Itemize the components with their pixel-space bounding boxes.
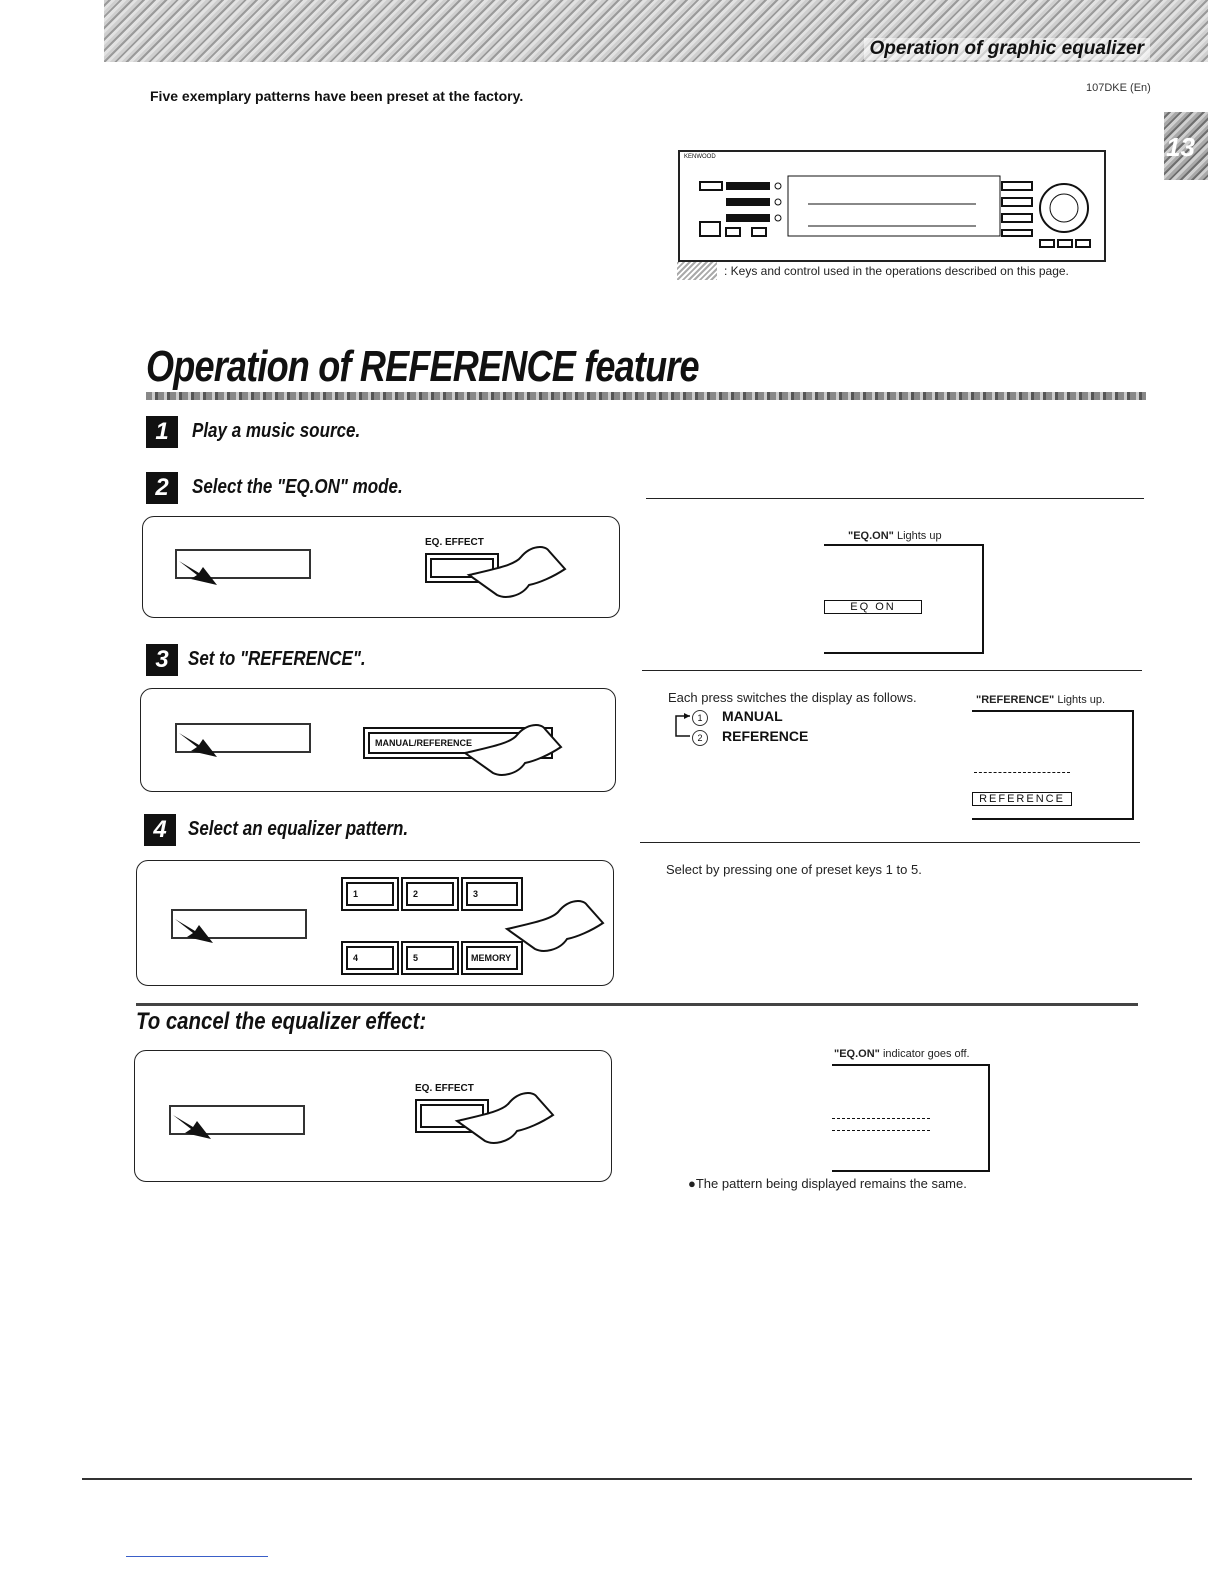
step-4-number: 4 (144, 814, 176, 846)
eq-effect-key-label: EQ. EFFECT (425, 537, 484, 548)
header-title: Operation of graphic equalizer (863, 38, 1150, 60)
preset-key-1[interactable]: 1 (341, 877, 399, 911)
intro-text: Five exemplary patterns have been preset… (150, 88, 524, 104)
preset-key-3-label: 3 (473, 889, 479, 899)
step-2-indicator: "EQ.ON" Lights up (848, 530, 942, 542)
preset-key-3[interactable]: 3 (461, 877, 523, 911)
finger-icon (454, 1092, 555, 1144)
step-2-rule (646, 498, 1144, 499)
finger-icon (466, 546, 567, 598)
cancel-display (832, 1064, 990, 1172)
step-3-indicator-name: "REFERENCE" (976, 694, 1055, 706)
page-tab (1164, 112, 1208, 180)
memory-key-label: MEMORY (471, 953, 512, 963)
step-4-illustration: 1 2 3 4 5 MEMORY (136, 860, 614, 986)
pointer-arrow-icon (179, 561, 217, 585)
step-3-number: 3 (146, 644, 178, 676)
front-panel-illustration: KENWOOD (678, 150, 1106, 262)
step-1-number: 1 (146, 416, 178, 448)
step-3-display-text: REFERENCE (972, 792, 1072, 806)
order-text-2: REFERENCE (722, 728, 809, 744)
step-2-indicator-name: "EQ.ON" (848, 530, 894, 542)
footer-link-line (126, 1556, 268, 1557)
pointer-arrow-icon (179, 733, 217, 757)
legend-label: Keys and control used in the operations … (730, 264, 1069, 278)
legend-hatch-swatch (677, 262, 717, 280)
finger-icon (462, 724, 563, 776)
step-3-rule (642, 670, 1142, 671)
step-3-label: Set to "REFERENCE". (188, 648, 366, 670)
cancel-title: To cancel the equalizer effect: (136, 1008, 427, 1035)
step-1-label: Play a music source. (192, 420, 361, 442)
step-3-indicator: "REFERENCE" Lights up. (976, 694, 1105, 706)
step-4-note: Select by pressing one of preset keys 1 … (666, 862, 922, 877)
panel-brand: KENWOOD (684, 154, 716, 160)
memory-key[interactable]: MEMORY (461, 941, 523, 975)
cancel-remark: ●The pattern being displayed remains the… (688, 1176, 967, 1191)
order-number-1: 1 (692, 710, 708, 726)
section-title: Operation of REFERENCE feature (146, 342, 700, 391)
cancel-display-dash-1 (832, 1118, 930, 1119)
preset-key-4[interactable]: 4 (341, 941, 399, 975)
step-2-number: 2 (146, 472, 178, 504)
step-2-illustration: EQ. EFFECT (142, 516, 620, 618)
page-number: 13 (1166, 132, 1195, 162)
manual-reference-key-label: MANUAL/REFERENCE (375, 738, 473, 748)
preset-key-4-label: 4 (353, 953, 359, 963)
cancel-illustration: EQ. EFFECT (134, 1050, 612, 1182)
step-3-illustration: MANUAL/REFERENCE (140, 688, 616, 792)
preset-key-5-label: 5 (413, 953, 419, 963)
step-2-label: Select the "EQ.ON" mode. (192, 476, 403, 498)
cycle-arrow-icon (675, 713, 690, 737)
step-3-note: Each press switches the display as follo… (668, 690, 917, 705)
step-2-display (824, 544, 984, 654)
preset-key-1-label: 1 (353, 889, 359, 899)
cancel-indicator: "EQ.ON" indicator goes off. (834, 1048, 970, 1060)
cancel-eq-effect-key-label: EQ. EFFECT (415, 1083, 474, 1094)
front-panel-drawing (699, 175, 1091, 248)
cancel-rule (136, 1003, 1138, 1006)
cancel-indicator-name: "EQ.ON" (834, 1048, 880, 1060)
step-3-order-item-2: 2 REFERENCE (692, 728, 808, 746)
preset-key-5[interactable]: 5 (401, 941, 459, 975)
page-code: 107DKE (En) (1086, 82, 1151, 94)
step-4-label: Select an equalizer pattern. (188, 818, 409, 840)
step-3-display-dash (974, 772, 1070, 773)
cancel-display-dash-2 (832, 1130, 930, 1131)
legend-text: : Keys and control used in the operation… (724, 264, 1069, 278)
step-4-rule (640, 842, 1140, 843)
step-2-indicator-note: Lights up (896, 530, 942, 542)
pointer-arrow-icon (173, 1115, 211, 1139)
step-3-indicator-note: Lights up. (1057, 694, 1106, 706)
footer-rule (82, 1478, 1192, 1480)
step-3-display (972, 710, 1134, 820)
order-number-2: 2 (692, 730, 708, 746)
pointer-arrow-icon (175, 919, 213, 943)
step-2-display-text: EQ ON (824, 600, 922, 614)
step-3-order-item-1: 1 MANUAL (692, 708, 783, 726)
preset-key-2[interactable]: 2 (401, 877, 459, 911)
finger-icon (504, 900, 605, 952)
preset-key-2-label: 2 (413, 889, 419, 899)
cancel-indicator-note: indicator goes off. (882, 1048, 970, 1060)
order-text-1: MANUAL (722, 708, 783, 724)
title-rule (146, 392, 1146, 400)
